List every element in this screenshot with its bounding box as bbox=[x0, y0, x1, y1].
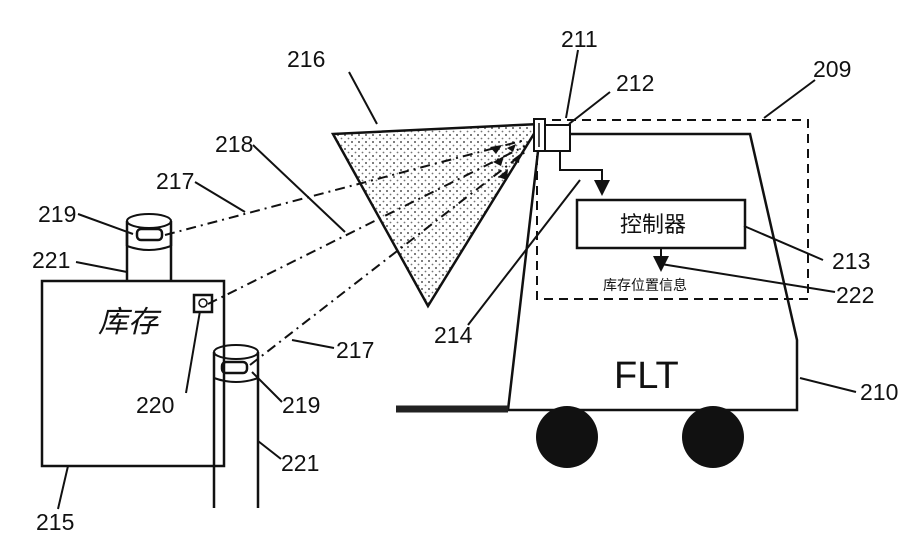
front-wheel bbox=[536, 406, 598, 468]
ref-220: 220 bbox=[136, 392, 174, 418]
ref-219-bottom: 219 bbox=[282, 392, 320, 418]
top-post bbox=[127, 214, 171, 281]
rear-wheel bbox=[682, 406, 744, 468]
camera-unit bbox=[534, 119, 570, 151]
inventory-label: 库存 bbox=[98, 305, 162, 340]
ref-216: 216 bbox=[287, 46, 325, 72]
ref-217-top: 217 bbox=[156, 168, 194, 194]
ref-221-top: 221 bbox=[32, 247, 70, 273]
bottom-tag bbox=[222, 362, 247, 373]
ref-221-bottom: 221 bbox=[281, 450, 319, 476]
ref-218: 218 bbox=[215, 131, 253, 157]
camera-field-of-view bbox=[333, 124, 540, 306]
vehicle-label: FLT bbox=[614, 355, 679, 397]
ref-217-bottom: 217 bbox=[336, 337, 374, 363]
ref-219-top: 219 bbox=[38, 201, 76, 227]
bottom-post bbox=[214, 345, 258, 508]
ref-222: 222 bbox=[836, 282, 874, 308]
top-tag bbox=[137, 229, 162, 240]
inventory-position-info: 库存位置信息 bbox=[603, 277, 687, 294]
ref-213: 213 bbox=[832, 248, 870, 274]
ref-210: 210 bbox=[860, 379, 898, 405]
ref-211: 211 bbox=[561, 26, 598, 52]
controller-label: 控制器 bbox=[620, 213, 686, 238]
camera-to-controller-arrow bbox=[560, 151, 602, 192]
ref-214: 214 bbox=[434, 322, 473, 348]
ref-212: 212 bbox=[616, 70, 654, 96]
ref-215: 215 bbox=[36, 509, 74, 535]
ref-209: 209 bbox=[813, 56, 851, 82]
